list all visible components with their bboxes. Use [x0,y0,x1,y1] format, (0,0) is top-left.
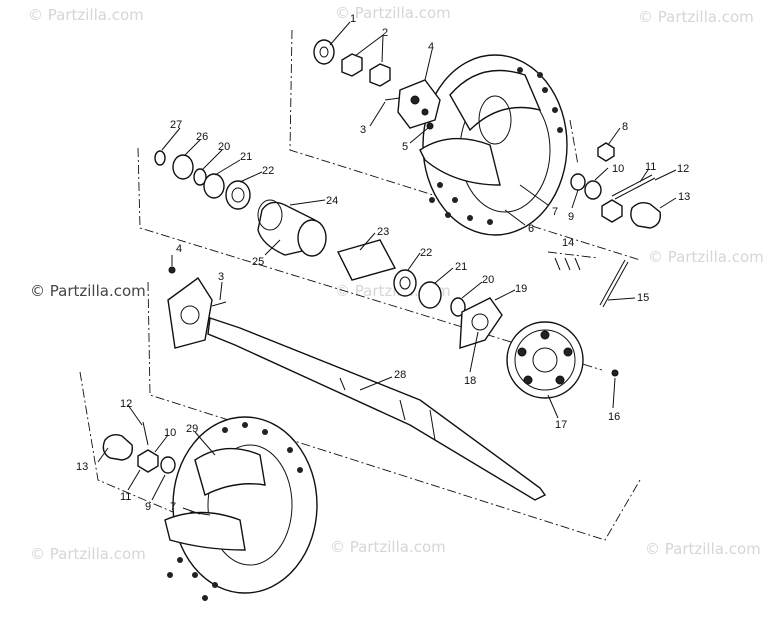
label-23: 23 [377,226,389,238]
label-17: 17 [555,419,567,431]
lower-wheel-boundary [79,371,251,546]
lower-assembly-boundary [147,281,641,541]
sprocket [506,257,629,399]
label-13-upper: 13 [678,191,690,203]
watermark-left-main: © Partzilla.com [30,282,146,300]
label-5: 5 [402,141,408,153]
label-27: 27 [170,119,182,131]
label-12-lower: 12 [120,398,132,410]
upper-hub-parts [313,39,661,229]
label-22-upper: 22 [262,165,274,177]
label-13-lower: 13 [76,461,88,473]
label-7-lower: 7 [170,501,176,513]
label-26: 26 [196,131,208,143]
label-21-upper: 21 [240,151,252,163]
label-11-lower: 11 [120,491,131,503]
watermark-bottom-center: © Partzilla.com [330,538,446,556]
watermark-top-center: © Partzilla.com [335,4,451,22]
upper-assembly-boundary-right [569,119,579,166]
label-11-upper: 11 [645,161,656,173]
label-24: 24 [326,195,338,207]
leader-dash-14 [547,251,599,259]
label-18: 18 [464,375,476,387]
axle-shaft [207,317,547,501]
bearing-and-carrier-parts [154,150,503,349]
label-4-lower: 4 [176,243,182,255]
label-4: 4 [428,41,434,53]
label-8: 8 [622,121,628,133]
label-6: 6 [528,223,534,235]
part-labels: 1 2 4 3 5 6 7 8 10 9 11 12 13 27 26 20 2… [76,13,690,513]
label-9-lower: 9 [145,501,151,513]
watermark-bottom-left: © Partzilla.com [30,545,146,563]
label-25: 25 [252,256,264,268]
label-15: 15 [637,292,649,304]
upper-wheel [419,54,568,236]
label-10-upper: 10 [612,163,624,175]
label-19: 19 [515,283,527,295]
left-hub-disc [167,266,227,349]
watermark-bottom-right: © Partzilla.com [645,540,761,558]
label-3-lower: 3 [218,271,224,283]
label-21-lower: 21 [455,261,467,273]
middle-assembly-boundary [137,147,603,371]
watermark-top-left: © Partzilla.com [28,6,144,24]
label-2: 2 [382,27,388,39]
leader-lines [97,21,677,515]
label-29: 29 [186,423,198,435]
label-20-upper: 20 [218,141,230,153]
label-22-lower: 22 [420,247,432,259]
label-10-lower: 10 [164,427,176,439]
label-28: 28 [394,369,406,381]
label-1: 1 [350,13,356,25]
label-12-upper: 12 [677,163,689,175]
label-7-upper: 7 [552,206,558,218]
label-9-upper: 9 [568,211,574,223]
label-14: 14 [562,237,574,249]
lower-wheel [102,416,318,601]
watermark-top-right: © Partzilla.com [638,8,754,26]
watermark-right: © Partzilla.com [648,248,764,266]
label-3-upper: 3 [360,124,366,136]
label-20-lower: 20 [482,274,494,286]
label-16: 16 [608,411,620,423]
